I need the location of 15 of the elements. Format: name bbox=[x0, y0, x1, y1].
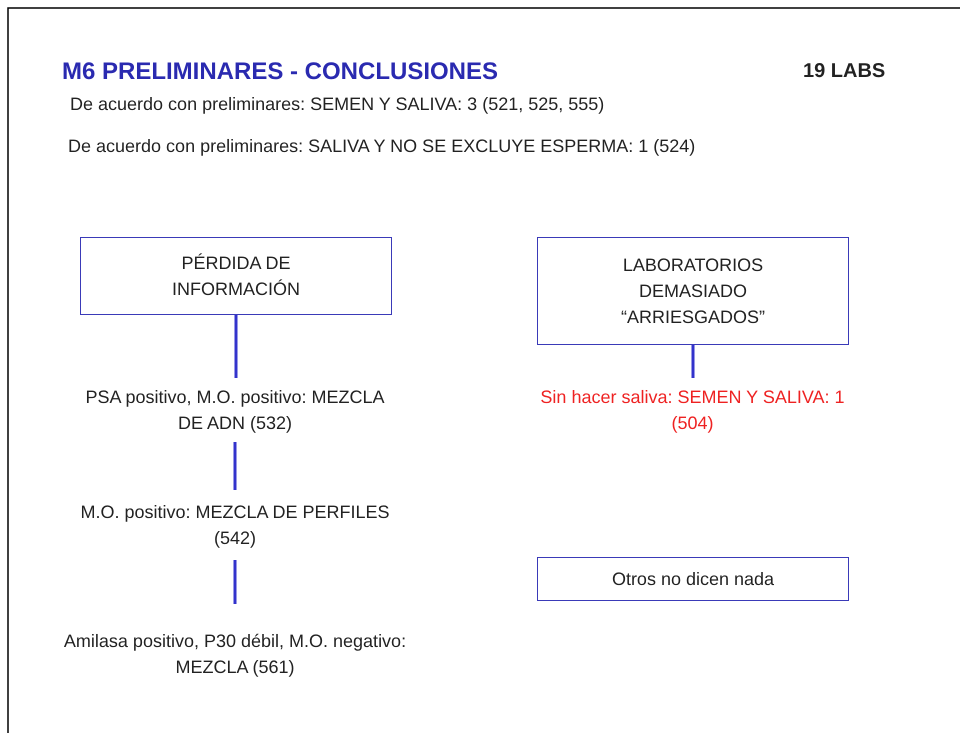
connector-line bbox=[234, 442, 236, 490]
result-note: De acuerdo con preliminares: SEMEN Y SALIVA: 3 (521, 525, 555) bbox=[70, 94, 604, 115]
category-box: Otros no dicen nada bbox=[537, 557, 849, 601]
lab-count: 19 LABS bbox=[803, 60, 886, 83]
connector-line bbox=[234, 315, 238, 378]
finding-text: PSA positivo, M.O. positivo: MEZCLA DE ADN (532) bbox=[80, 378, 390, 442]
category-box: LABORATORIOS DEMASIADO “ARRIESGADOS” bbox=[537, 237, 849, 345]
finding-text: Amilasa positivo, P30 débil, M.O. negativo: MEZCLA (561) bbox=[40, 604, 430, 704]
finding-text: Sin hacer saliva: SEMEN Y SALIVA: 1 (504) bbox=[530, 378, 855, 442]
category-box: PÉRDIDA DE INFORMACIÓN bbox=[80, 237, 392, 315]
result-note: De acuerdo con preliminares: SALIVA Y NO SE EXCLUYE ESPERMA: 1 (524) bbox=[68, 136, 696, 157]
connector-line bbox=[234, 560, 236, 604]
finding-text: M.O. positivo: MEZCLA DE PERFILES (542) bbox=[60, 490, 410, 560]
connector-line bbox=[692, 345, 694, 378]
slide-title: M6 PRELIMINARES - CONCLUSIONES bbox=[62, 58, 498, 86]
